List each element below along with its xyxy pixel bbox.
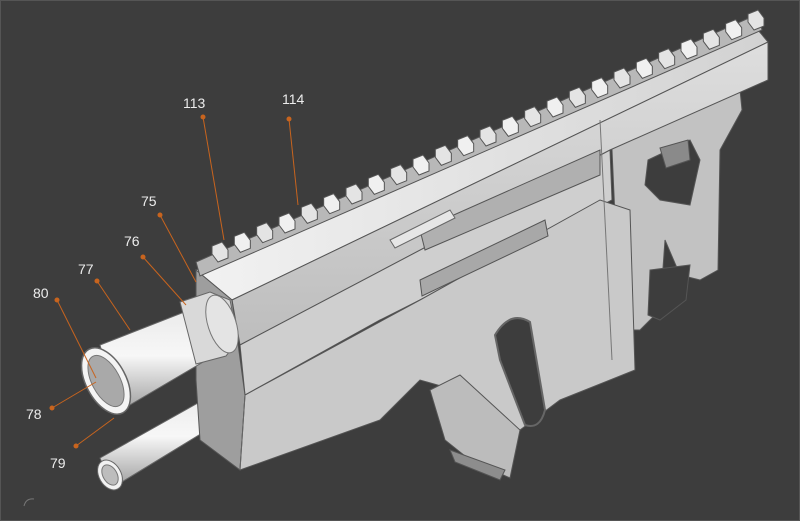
rail-tooth: [747, 9, 765, 31]
rail-tooth: [591, 77, 609, 99]
rail-tooth: [211, 241, 229, 263]
rail-tooth: [345, 183, 363, 205]
rail-tooth: [658, 48, 676, 70]
rail-tooth: [367, 173, 385, 195]
rail-tooth: [546, 96, 564, 118]
receiver-body: [195, 29, 769, 481]
rail-tooth: [501, 115, 519, 137]
rail-tooth: [524, 106, 542, 128]
barrel-assembly: [80, 291, 239, 415]
callout-label-75: 75: [141, 193, 157, 209]
rail-tooth: [725, 19, 743, 41]
callout-label-78: 78: [26, 406, 42, 422]
rail-tooth: [680, 38, 698, 60]
rail-tooth: [412, 154, 430, 176]
rail-tooth: [323, 193, 341, 215]
rail-tooth: [434, 144, 452, 166]
rail-tooth: [457, 135, 475, 157]
top-rail: [195, 9, 765, 277]
viewport-axis-icon: [23, 498, 35, 507]
rail-tooth: [568, 86, 586, 108]
callout-label-77: 77: [78, 261, 94, 277]
rail-tooth: [635, 57, 653, 79]
rail-tooth: [479, 125, 497, 147]
callout-label-79: 79: [50, 455, 66, 471]
rail-tooth: [613, 67, 631, 89]
rail-tooth: [256, 222, 274, 244]
rail-tooth: [300, 202, 318, 224]
rail-tooth: [278, 212, 296, 234]
rail-tooth: [233, 231, 251, 253]
callout-label-80: 80: [33, 285, 49, 301]
rail-tooth: [702, 28, 720, 50]
rail-tooth: [390, 164, 408, 186]
callout-label-76: 76: [124, 233, 140, 249]
callout-label-114: 114: [282, 91, 305, 107]
callout-label-113: 113: [183, 95, 206, 111]
callout-leaders: [49, 114, 299, 449]
